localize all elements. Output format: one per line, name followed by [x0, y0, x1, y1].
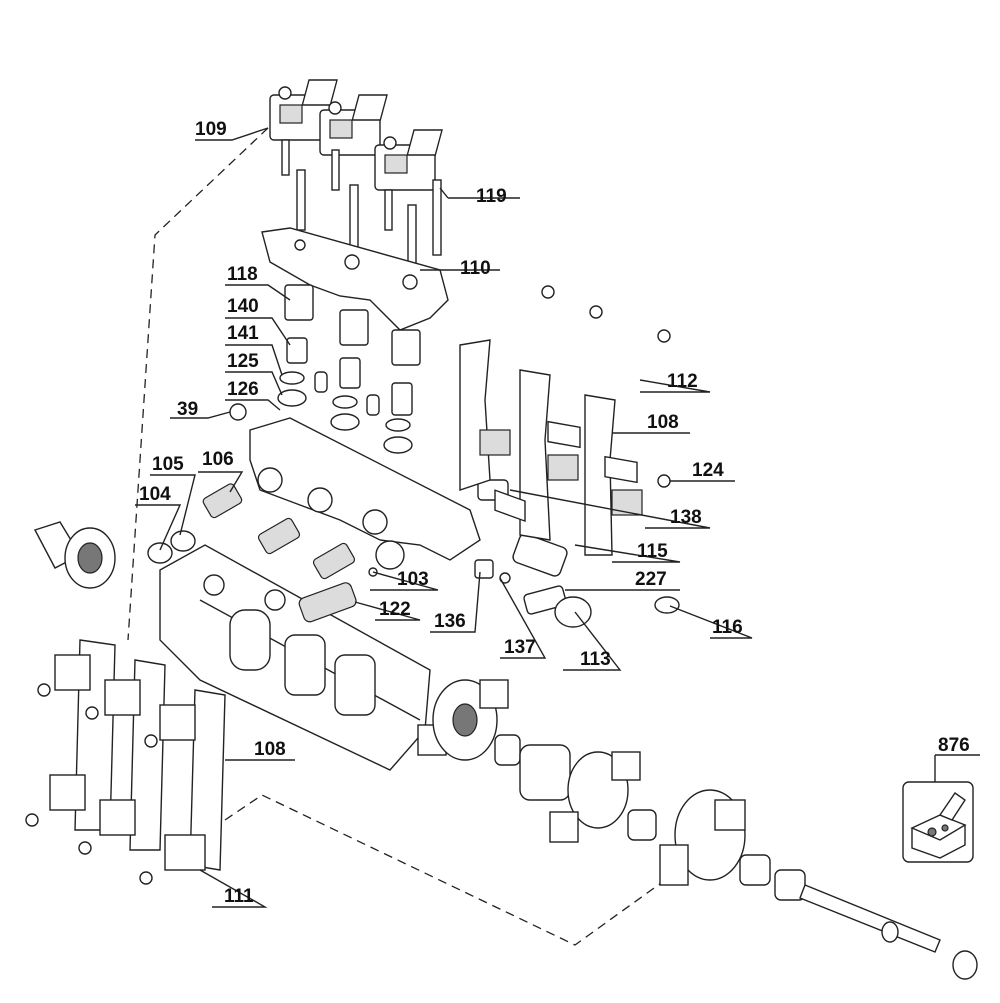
part-label-138: 138	[670, 507, 702, 528]
bracket-strip-left	[25, 639, 226, 885]
stud-group	[281, 139, 442, 276]
part-label-112: 112	[667, 371, 698, 392]
part-label-105: 105	[152, 454, 184, 475]
part-label-103: 103	[397, 569, 429, 590]
part-label-126: 126	[227, 379, 259, 400]
part-label-140: 140	[227, 296, 259, 317]
part-label-136: 136	[434, 611, 466, 632]
part-label-109: 109	[195, 119, 227, 140]
part-label-125: 125	[227, 351, 259, 372]
assembly-dashed-line-bottom	[224, 794, 669, 946]
part-label-113: 113	[580, 649, 611, 670]
kit-box-icon	[902, 781, 974, 863]
part-label-116: 116	[712, 617, 743, 638]
valve-cap-group	[269, 79, 443, 191]
part-label-137: 137	[504, 637, 536, 658]
part-label-141: 141	[227, 323, 259, 344]
part-label-106: 106	[202, 449, 234, 470]
part-label-115: 115	[637, 541, 668, 562]
part-label-111: 111	[224, 886, 254, 907]
crankshaft-assembly	[417, 679, 978, 980]
part-label-119: 119	[476, 186, 507, 207]
seal-stack	[229, 284, 421, 454]
part-label-227: 227	[635, 569, 667, 590]
part-label-110: 110	[460, 258, 491, 279]
part-label-124: 124	[692, 460, 724, 481]
valve-group	[147, 483, 356, 580]
part-label-108: 108	[647, 412, 679, 433]
part-label-876: 876	[938, 735, 970, 756]
inlet-fitting	[33, 521, 116, 589]
part-label-104: 104	[139, 484, 171, 505]
part-label-39: 39	[177, 399, 199, 420]
part-label-122: 122	[379, 599, 411, 620]
part-label-118: 118	[227, 264, 258, 285]
part-label-108-lower: 108	[254, 739, 286, 760]
leader-lines	[135, 127, 980, 908]
bracket-strip-right	[459, 285, 671, 556]
